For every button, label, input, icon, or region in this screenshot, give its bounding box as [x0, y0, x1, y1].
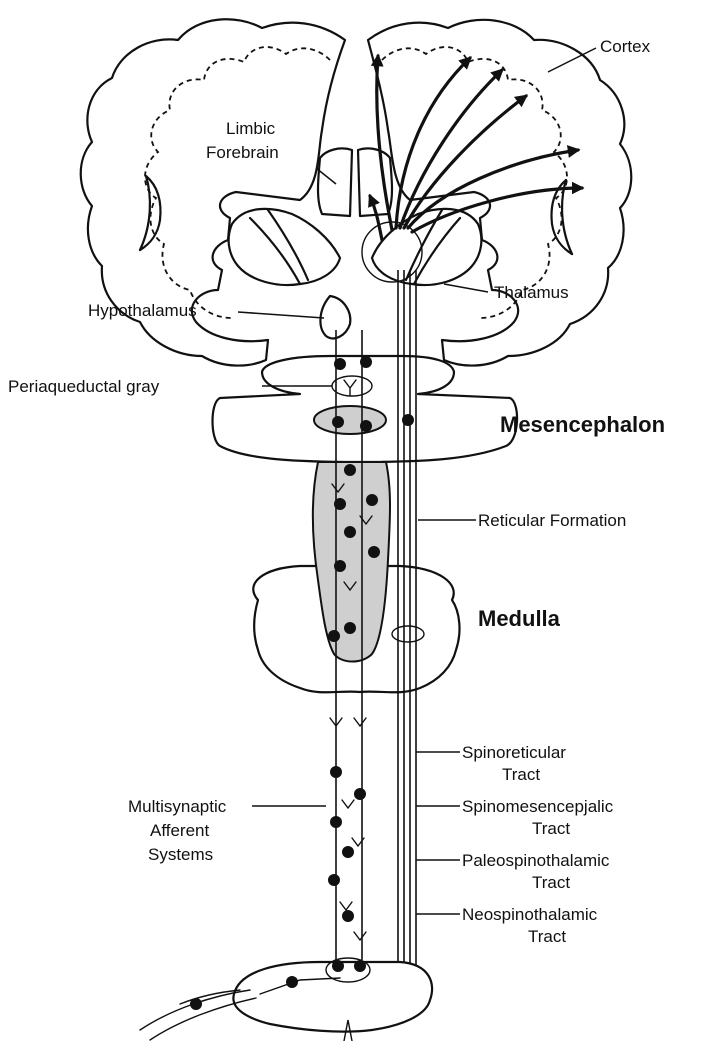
- label-paleospinothalamic-line2: Tract: [532, 873, 570, 892]
- label-periaqueductal-gray: Periaqueductal gray: [8, 377, 160, 396]
- mesencephalon-structure: [213, 356, 518, 462]
- label-spinoreticular-line2: Tract: [502, 765, 540, 784]
- spinal-cross-section: [140, 958, 432, 1041]
- label-limbic-line1: Limbic: [226, 119, 276, 138]
- label-multisynaptic-line3: Systems: [148, 845, 213, 864]
- label-neospinothalamic-line1: Neospinothalamic: [462, 905, 598, 924]
- label-medulla: Medulla: [478, 606, 561, 631]
- label-spinomesencephalic-line1: Spinomesencepjalic: [462, 797, 614, 816]
- label-spinoreticular-line1: Spinoreticular: [462, 743, 566, 762]
- thalamus-structure: [229, 209, 482, 285]
- label-mesencephalon: Mesencephalon: [500, 412, 665, 437]
- label-neospinothalamic-line2: Tract: [528, 927, 566, 946]
- label-cortex: Cortex: [600, 37, 651, 56]
- leader-lines: [238, 48, 596, 914]
- label-limbic-line2: Forebrain: [206, 143, 279, 162]
- label-spinomesencephalic-line2: Tract: [532, 819, 570, 838]
- label-reticular-formation: Reticular Formation: [478, 511, 626, 530]
- label-multisynaptic-line2: Afferent: [150, 821, 210, 840]
- label-multisynaptic-line1: Multisynaptic: [128, 797, 227, 816]
- label-thalamus: Thalamus: [494, 283, 569, 302]
- ascending-projections: [370, 56, 582, 240]
- label-hypothalamus: Hypothalamus: [88, 301, 197, 320]
- label-paleospinothalamic-line1: Paleospinothalamic: [462, 851, 610, 870]
